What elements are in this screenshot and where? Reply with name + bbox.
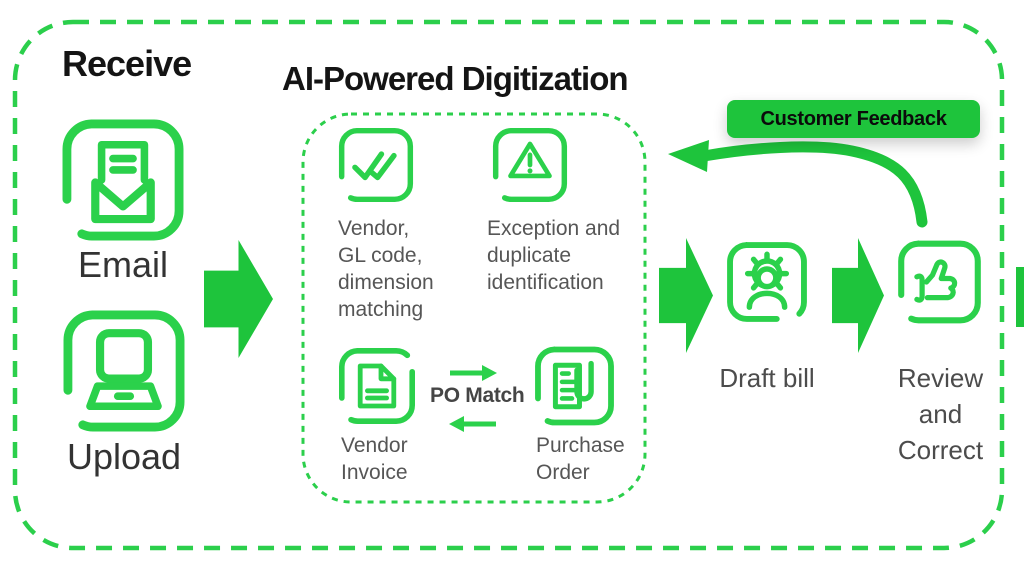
po-match-label: PO Match bbox=[430, 384, 525, 407]
matching-label: Vendor, GL code, dimension matching bbox=[338, 217, 434, 321]
warning-triangle-icon bbox=[491, 125, 569, 205]
gear-person-icon bbox=[725, 236, 809, 328]
digitization-title: AI-Powered Digitization bbox=[282, 60, 629, 97]
po-match-right-arrow bbox=[450, 365, 497, 381]
double-check-icon bbox=[337, 125, 415, 205]
thumbs-up-icon bbox=[896, 236, 983, 328]
outer-dashed-border bbox=[12, 19, 1005, 551]
feedback-curved-arrow bbox=[668, 140, 928, 228]
review-correct-label: Review and Correct bbox=[897, 363, 984, 465]
purchase-order-label: Purchase Order bbox=[536, 434, 625, 484]
email-icon bbox=[60, 116, 186, 244]
upload-label: Upload bbox=[66, 436, 182, 477]
email-label: Email bbox=[77, 244, 169, 285]
receive-title: Receive bbox=[62, 43, 192, 84]
purchase-order-paperclip-icon bbox=[533, 341, 616, 431]
vendor-invoice-label: Vendor Invoice bbox=[341, 434, 408, 484]
po-match-left-arrow bbox=[449, 416, 496, 432]
customer-feedback-badge: Customer Feedback bbox=[727, 100, 980, 138]
exit-arrow-stub bbox=[1016, 267, 1024, 327]
invoice-document-icon bbox=[337, 341, 417, 431]
inner-dashed-border bbox=[301, 112, 647, 504]
laptop-upload-icon bbox=[61, 306, 187, 436]
draft-bill-label: Draft bill bbox=[719, 363, 815, 393]
exception-label: Exception and duplicate identification bbox=[487, 217, 621, 294]
customer-feedback-label: Customer Feedback bbox=[760, 107, 947, 130]
